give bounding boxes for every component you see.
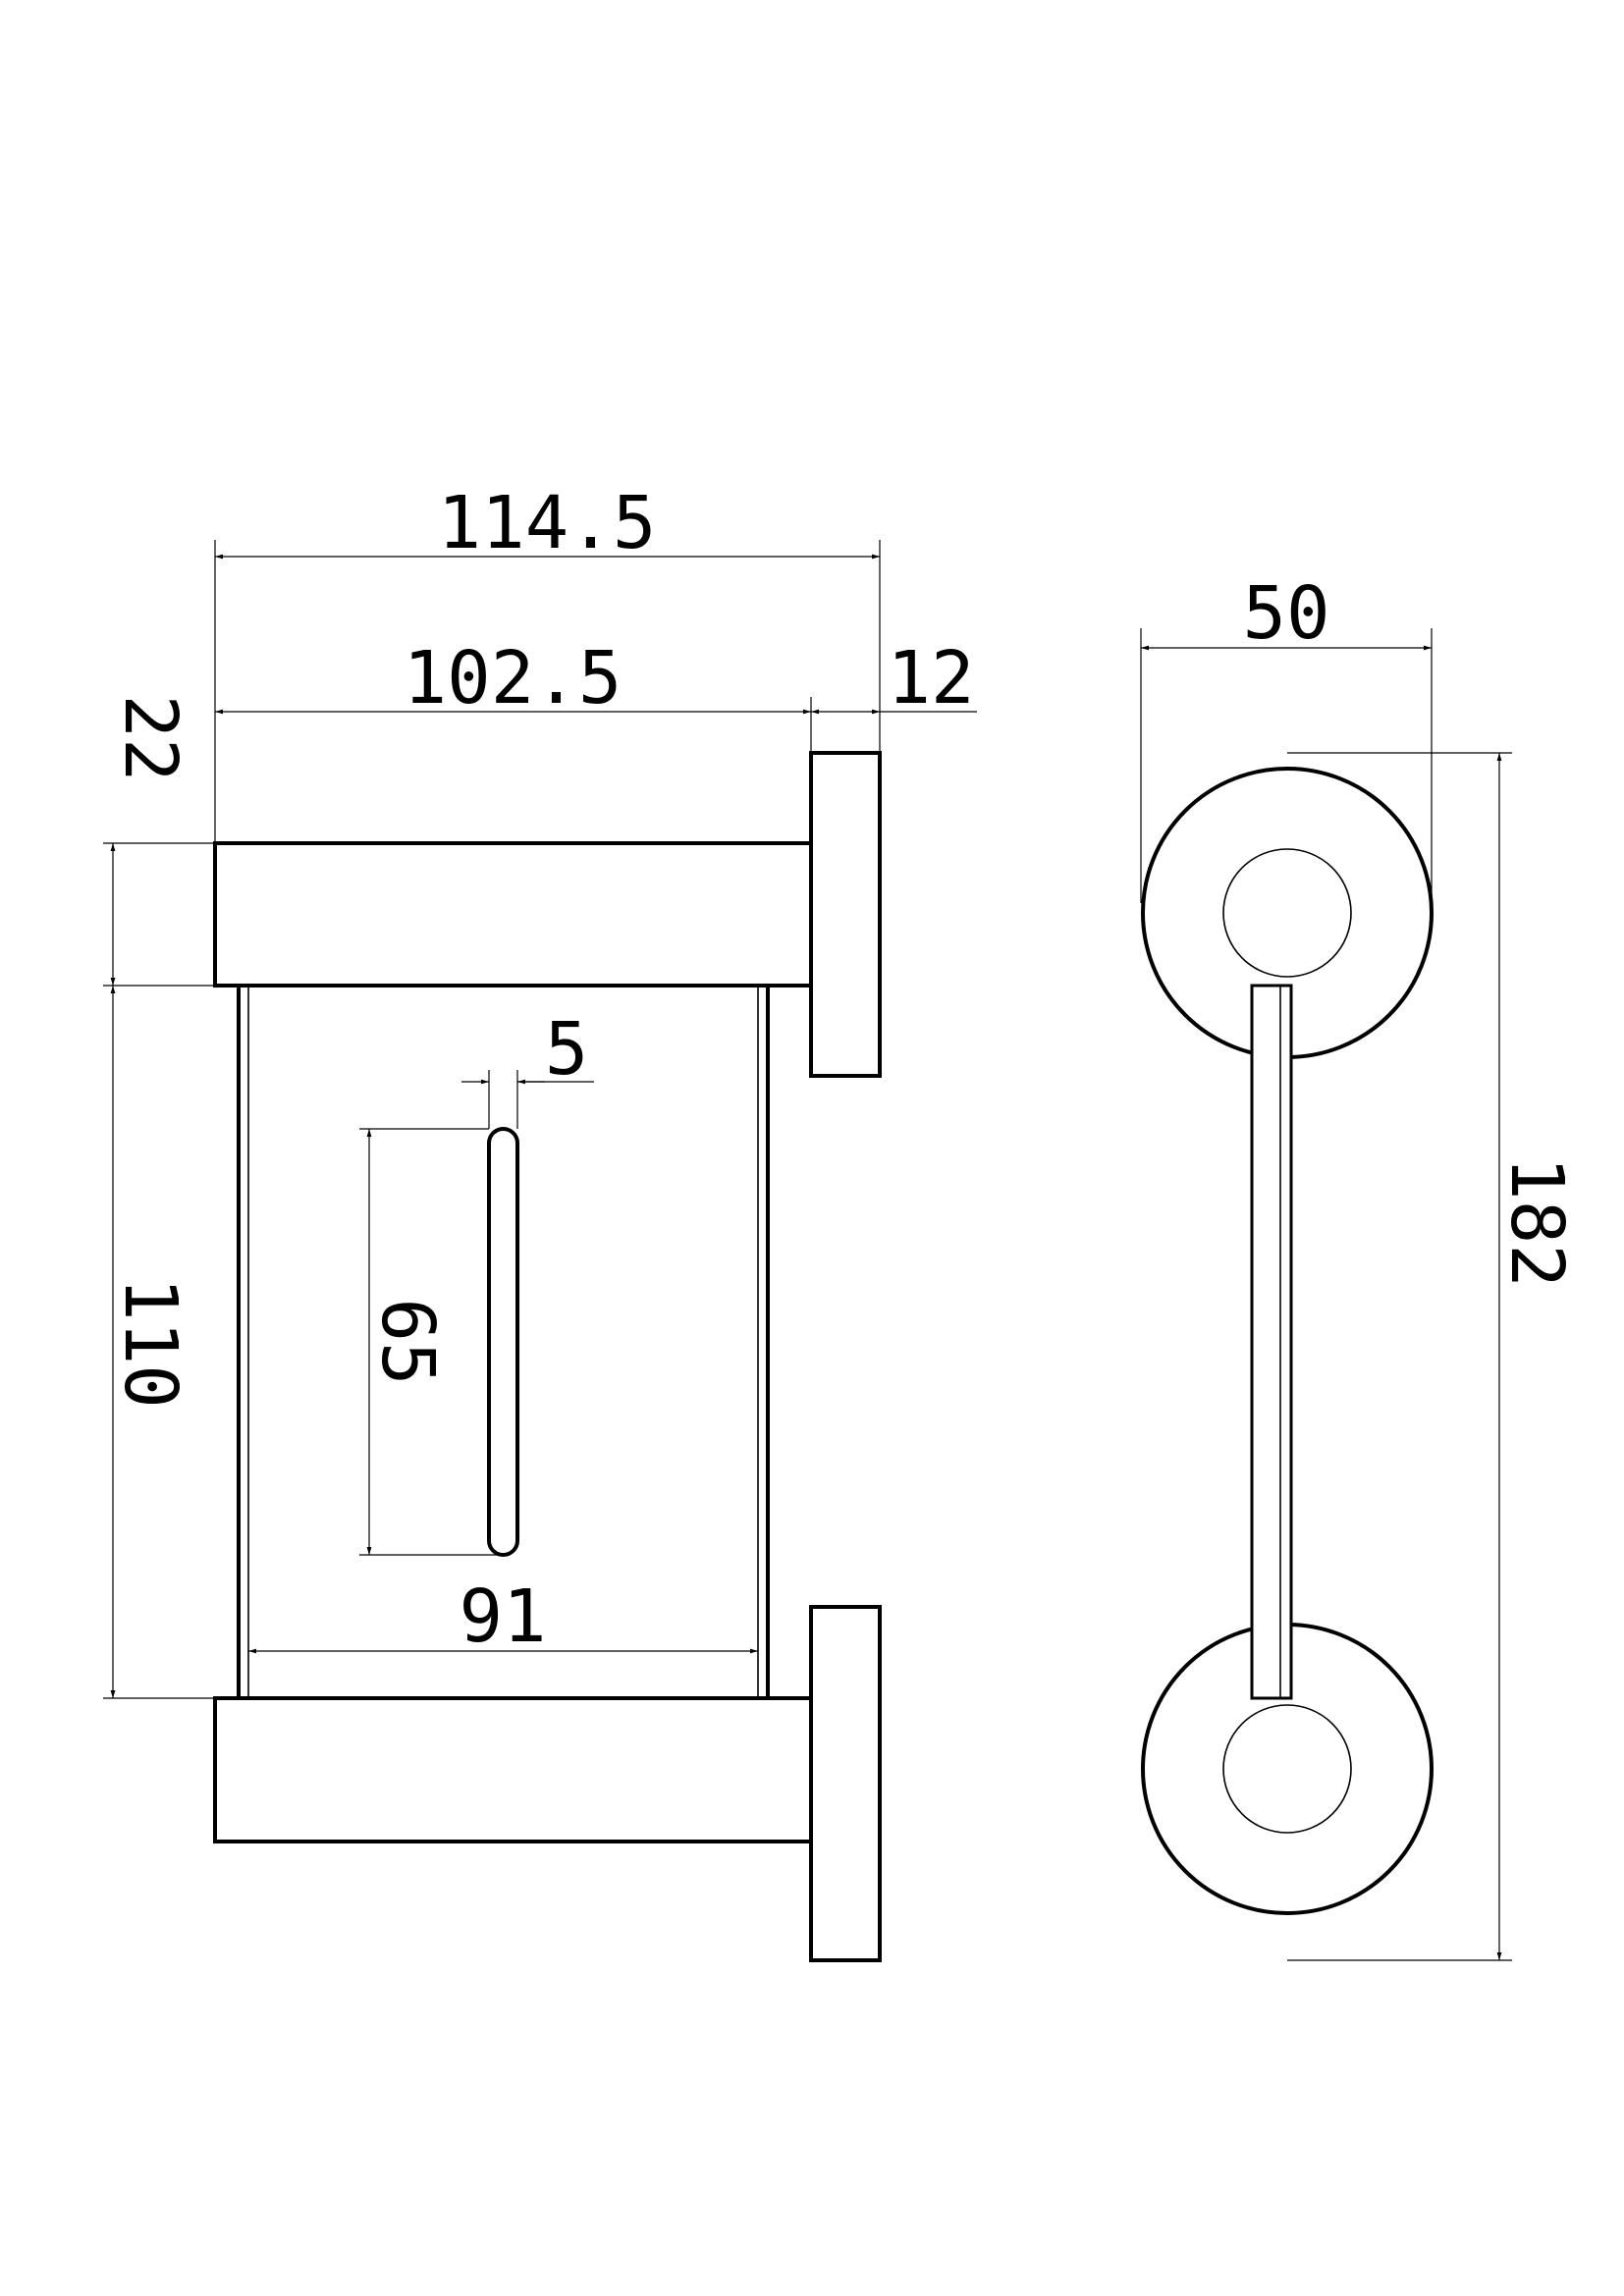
label-slot-length: 65 <box>365 1298 450 1385</box>
glass-panel <box>237 984 770 1700</box>
label-glass-width: 91 <box>459 1575 546 1659</box>
label-arm-height: 22 <box>108 694 192 781</box>
side-view: 50 182 <box>1140 571 1579 1961</box>
wall-plate-top <box>809 751 882 1078</box>
label-overall-height: 182 <box>1494 1156 1579 1288</box>
label-overall-width: 114.5 <box>438 481 657 565</box>
arm-top <box>213 841 813 988</box>
plate-top-inner <box>1222 848 1352 978</box>
label-slot-width: 5 <box>545 1007 589 1092</box>
arm-bottom <box>213 1696 813 1843</box>
label-arm-length: 102.5 <box>404 636 623 721</box>
glass-edge <box>1250 984 1293 1700</box>
plate-bottom-inner <box>1222 1704 1352 1834</box>
label-glass-height: 110 <box>108 1277 192 1409</box>
label-plate-diameter: 50 <box>1242 571 1329 656</box>
slot <box>487 1127 519 1557</box>
front-view: 114.5 102.5 12 5 91 22 110 65 <box>103 481 977 1962</box>
label-plate-thickness: 12 <box>887 636 974 721</box>
wall-plate-bottom <box>809 1605 882 1962</box>
